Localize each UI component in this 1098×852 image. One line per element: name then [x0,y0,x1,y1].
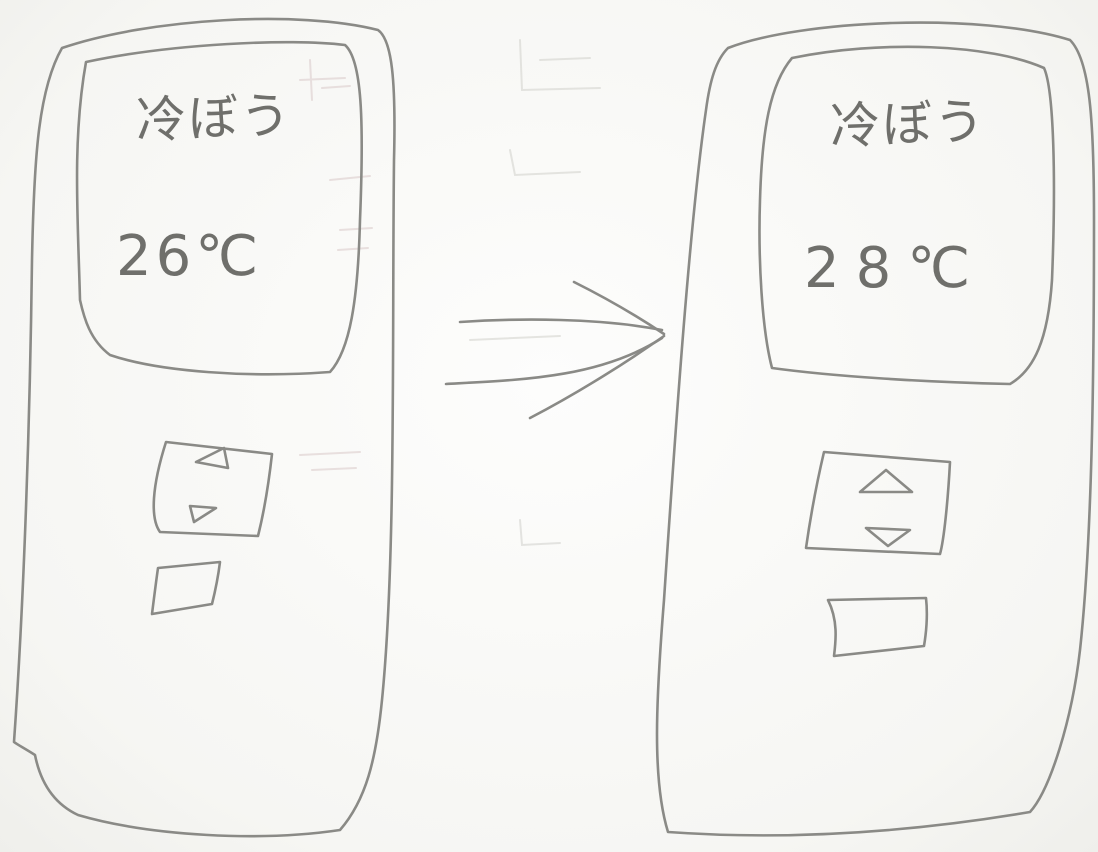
mode-label-before: 冷ぼう [135,86,294,150]
updown-button-after [804,450,952,556]
show-through-marks [299,39,601,547]
updown-button-before [152,440,274,538]
remote-before [12,17,396,838]
remote-body-after [655,21,1096,837]
mode-label-after: 冷ぼう [829,92,988,156]
up-arrow-icon-before [194,446,230,470]
remote-body-before [12,17,396,838]
up-arrow-icon-after [858,468,914,494]
remote-after [655,21,1096,837]
temperature-before: 26℃ [116,224,263,289]
small-button-after [826,596,929,658]
down-arrow-icon-after [864,526,912,548]
display-screen-before [75,40,364,376]
temperature-after: 28℃ [804,236,987,301]
down-arrow-icon-before [188,504,218,524]
double-arrow-right-icon [444,280,666,420]
small-button-before [150,560,222,616]
display-screen-after [758,45,1056,386]
